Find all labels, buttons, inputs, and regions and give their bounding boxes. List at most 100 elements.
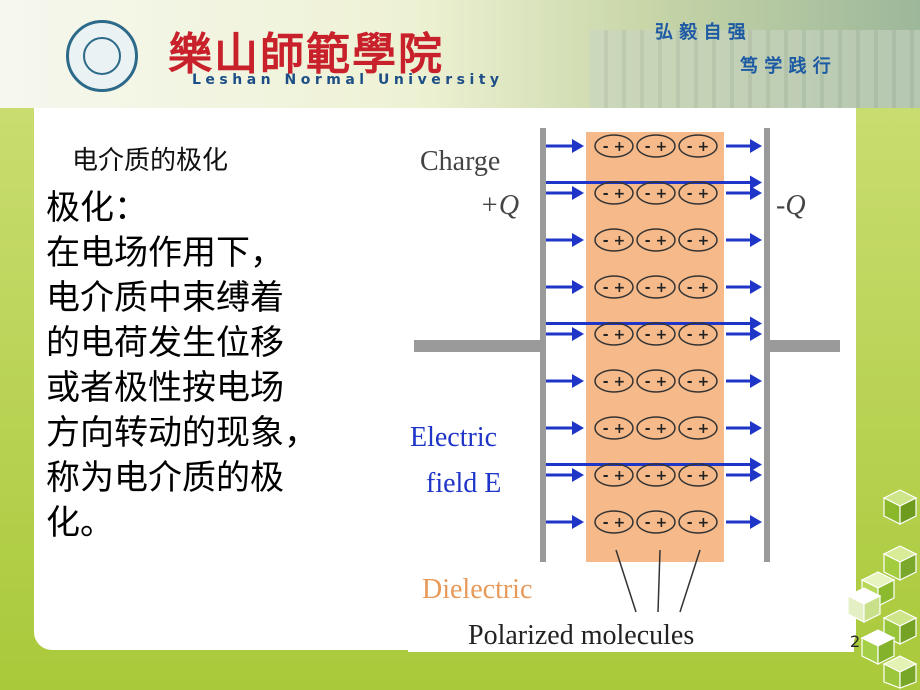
body-line: 在电场作用下， [46, 233, 284, 273]
body-line: 极化： [46, 188, 148, 228]
molecule-charge-label: - + [645, 186, 667, 202]
motto-line-1: 弘 毅 自 强 [655, 22, 746, 43]
field-arrow-right [726, 515, 762, 529]
polarized-molecules-label: Polarized molecules [468, 620, 694, 651]
field-arrow-left [546, 374, 584, 388]
field-arrow-left [546, 233, 584, 247]
field-lines [546, 139, 762, 529]
electric-field-label-1: Electric [410, 422, 497, 453]
molecule-ellipse [636, 322, 676, 346]
molecule-ellipse [636, 463, 676, 487]
right-wire [770, 340, 840, 352]
molecule-charge-label: - + [603, 327, 625, 343]
molecule-ellipse [678, 275, 718, 299]
molecule-ellipse [594, 416, 634, 440]
field-arrow-left [546, 327, 584, 341]
page-number: 2 [850, 632, 861, 651]
molecule-ellipse [678, 228, 718, 252]
header-banner: 樂山師範學院 Leshan Normal University 弘 毅 自 强 … [0, 0, 920, 108]
molecule-charge-label: - + [645, 327, 667, 343]
field-arrow-right [726, 468, 762, 482]
campus-buildings-image [590, 30, 920, 108]
body-line: 称为电介质的极 [46, 458, 284, 498]
body-line: 的电荷发生位移 [46, 323, 284, 363]
field-arrow-right [726, 139, 762, 153]
molecule-ellipse [594, 181, 634, 205]
pointer-line [679, 549, 701, 613]
field-arrow-left [546, 515, 584, 529]
cube-side [899, 663, 917, 689]
molecule-charge-label: - + [687, 233, 709, 249]
field-arrow-left [546, 186, 584, 200]
molecule-ellipse [678, 463, 718, 487]
molecule-charge-label: - + [603, 515, 625, 531]
molecule-charge-label: - + [645, 421, 667, 437]
molecule-ellipse [594, 369, 634, 393]
field-arrow-left [546, 468, 584, 482]
molecule-charge-label: - + [687, 421, 709, 437]
molecule-ellipse [636, 369, 676, 393]
charge-label: Charge [420, 146, 500, 177]
molecule-charge-label: - + [645, 515, 667, 531]
body-line: 化。 [46, 503, 114, 543]
molecule-charge-label: - + [687, 515, 709, 531]
molecule-ellipse [594, 510, 634, 534]
definition-text: 极化： 在电场作用下， 电介质中束缚着 的电荷发生位移 或者极性按电场 方向转动… [46, 186, 386, 546]
molecule-ellipse [678, 416, 718, 440]
field-arrow-right [726, 327, 762, 341]
molecule-charge-label: - + [645, 280, 667, 296]
molecule-ellipse [636, 134, 676, 158]
molecule-ellipse [636, 181, 676, 205]
seal-inner-ring [83, 37, 121, 75]
molecule-charge-label: - + [645, 233, 667, 249]
molecule-charge-label: - + [687, 468, 709, 484]
molecule-ellipse [678, 134, 718, 158]
field-arrow-right [726, 421, 762, 435]
pointer-line [615, 549, 637, 613]
molecule-charge-label: - + [645, 139, 667, 155]
molecule-charge-label: - + [603, 374, 625, 390]
right-plate [764, 128, 770, 562]
molecule-charge-label: - + [603, 233, 625, 249]
minus-q-label: -Q [776, 190, 806, 221]
field-arrow-right [726, 374, 762, 388]
pointer-lines [615, 549, 701, 613]
molecule-charge-label: - + [645, 374, 667, 390]
slide-title: 电介质的极化 [72, 146, 229, 176]
university-name-cn: 樂山師範學院 [168, 29, 444, 80]
molecule-charge-label: - + [687, 186, 709, 202]
pointer-line [657, 549, 661, 613]
cube-side [899, 617, 917, 645]
molecule-ellipse [636, 510, 676, 534]
molecule-charge-label: - + [603, 421, 625, 437]
left-wire [414, 340, 540, 352]
field-arrow-right [726, 280, 762, 294]
body-line: 方向转动的现象， [46, 413, 318, 453]
molecule-ellipse [594, 463, 634, 487]
molecule-charge-label: - + [603, 280, 625, 296]
field-arrow-left [546, 421, 584, 435]
molecule-ellipse [678, 322, 718, 346]
university-seal-logo [66, 20, 138, 92]
molecule-charge-label: - + [603, 186, 625, 202]
body-line: 电介质中束缚着 [46, 278, 284, 318]
molecule-charge-label: - + [687, 139, 709, 155]
molecule-ellipse [594, 134, 634, 158]
cube-side [899, 497, 917, 525]
molecule-charge-label: - + [687, 327, 709, 343]
dielectric-label: Dielectric [422, 574, 532, 605]
body-line: 或者极性按电场 [46, 368, 284, 408]
molecule-charge-label: - + [645, 468, 667, 484]
molecule-charge-label: - + [687, 374, 709, 390]
molecule-ellipse [678, 181, 718, 205]
molecule-ellipse [636, 275, 676, 299]
decorative-cubes [846, 489, 918, 689]
cube-side [877, 637, 895, 665]
university-name-en: Leshan Normal University [192, 72, 504, 88]
molecule-ellipse [678, 369, 718, 393]
field-arrow-right [726, 186, 762, 200]
molecule-ellipse [636, 416, 676, 440]
molecule-charge-label: - + [687, 280, 709, 296]
molecule-charge-label: - + [603, 468, 625, 484]
polarized-molecules: - + - + - + - + - + - + - + - + - + - + - + - + - + -… [594, 134, 718, 534]
